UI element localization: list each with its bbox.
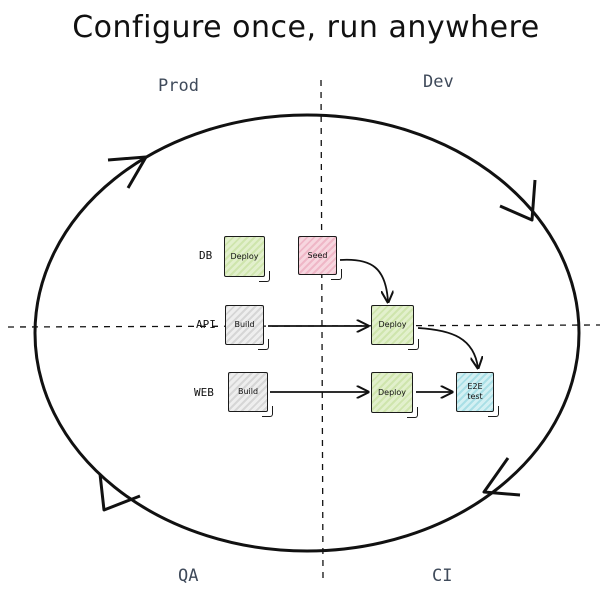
api-build-node: Build [225, 305, 269, 350]
quadrant-label-qa: QA [178, 566, 199, 586]
arrow-api-deploy-to-e2e [417, 327, 478, 368]
api-build-label: Build [234, 320, 255, 329]
web-deploy-node: Deploy [371, 372, 418, 418]
cycle-arrowhead-top-left [107, 155, 148, 189]
e2e-test-label-line2: test [467, 392, 483, 401]
quadrant-label-dev: Dev [423, 72, 454, 92]
row-label-db: DB [199, 249, 213, 262]
db-seed-node: Seed [298, 236, 342, 280]
web-deploy-label: Deploy [377, 387, 406, 397]
cycle-arrowhead-bottom-left [98, 473, 141, 512]
web-build-node: Build [228, 372, 273, 417]
horizontal-axis [7, 324, 601, 328]
db-seed-label: Seed [307, 250, 328, 260]
diagram-title: Configure once, run anywhere [72, 10, 540, 45]
quadrant-label-prod: Prod [158, 76, 199, 96]
cycle-arrowhead-bottom-right [482, 457, 521, 497]
web-build-label: Build [237, 387, 259, 396]
quadrant-label-ci: CI [432, 566, 453, 586]
api-deploy-label: Deploy [378, 320, 407, 329]
cycle-ellipse [33, 113, 581, 553]
db-deploy-node: Deploy [224, 236, 270, 282]
e2e-test-label-line1: E2E [467, 382, 483, 391]
row-label-api: API [196, 318, 216, 331]
vertical-axis [320, 79, 324, 579]
api-deploy-node: Deploy [371, 305, 419, 350]
cycle-arrowhead-top-right [499, 179, 537, 222]
arrow-seed-to-api-deploy [339, 258, 388, 302]
e2e-test-node: E2E test [456, 372, 499, 417]
row-label-web: WEB [194, 386, 214, 399]
db-deploy-label: Deploy [230, 251, 259, 261]
